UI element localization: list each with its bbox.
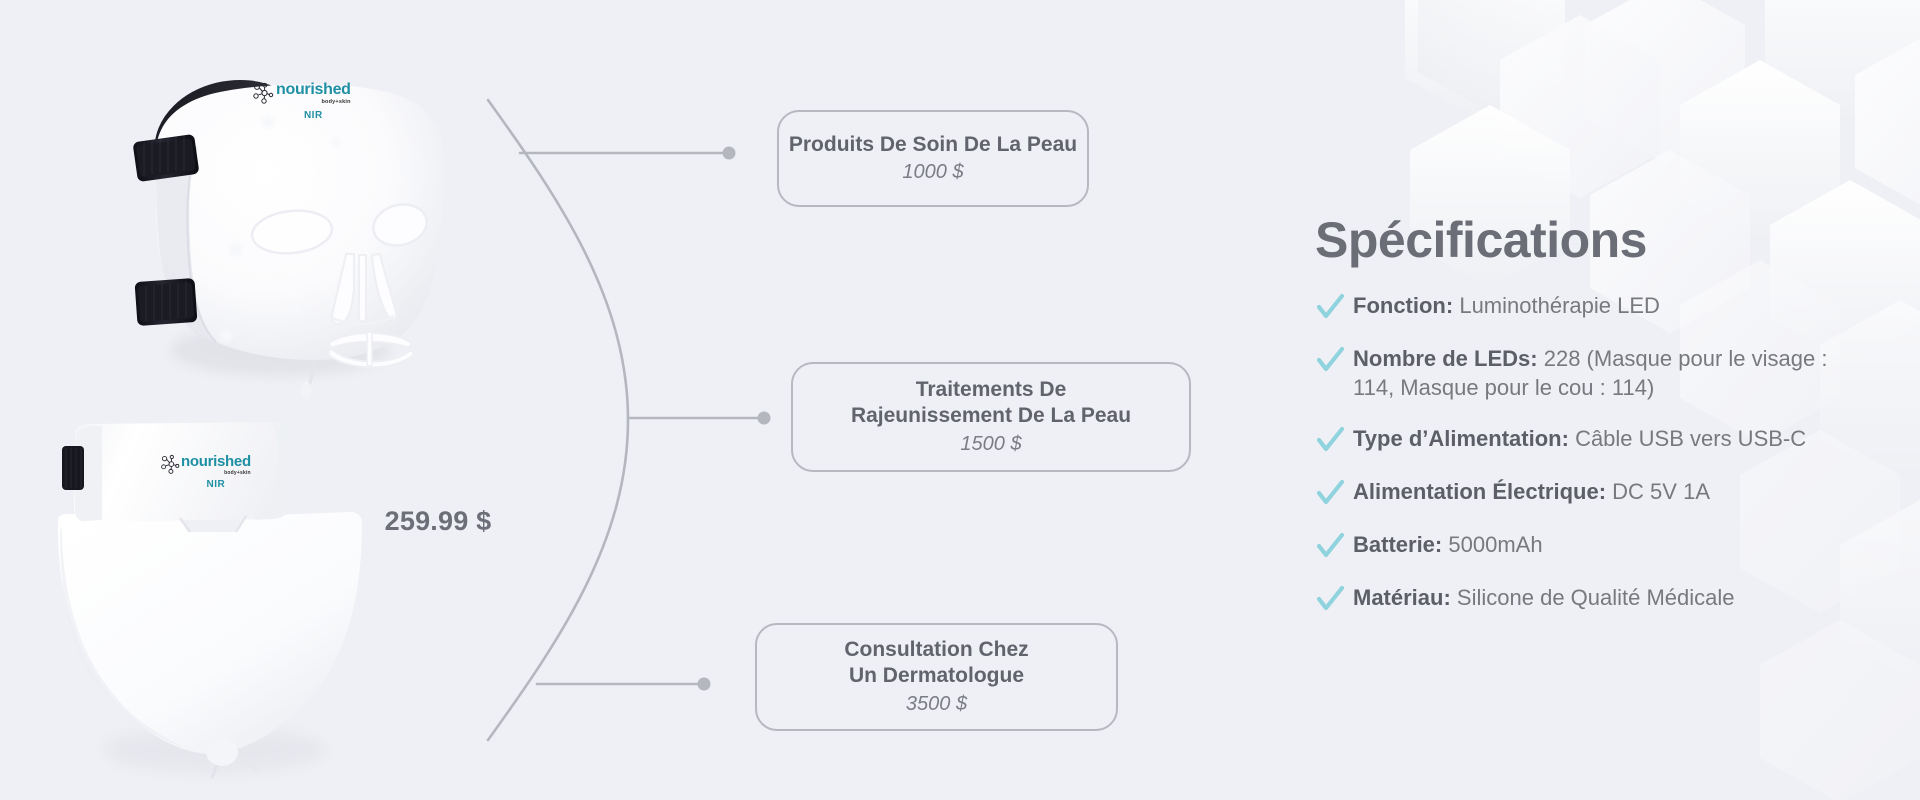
spec-text: Nombre de LEDs: 228 (Masque pour le visa… (1353, 344, 1873, 402)
comparison-card-title: Consultation Chez Un Dermatologue (844, 638, 1029, 687)
spec-value: Luminothérapie LED (1459, 293, 1660, 318)
brand-name: nourished (181, 453, 251, 470)
spec-item-materiau: Matériau: Silicone de Qualité Médicale (1315, 583, 1895, 614)
comparison-card-1[interactable]: Produits De Soin De La Peau 1000 $ (777, 110, 1089, 207)
spec-text: Type d’Alimentation: Câble USB vers USB-… (1353, 424, 1806, 453)
brand-line: NIR (303, 109, 323, 121)
connector-dot-2 (757, 411, 771, 425)
molecule-icon (253, 82, 274, 104)
spec-text: Matériau: Silicone de Qualité Médicale (1353, 583, 1735, 612)
spec-item-alimentation-electrique: Alimentation Électrique: DC 5V 1A (1315, 477, 1895, 508)
bracket-curve (486, 98, 630, 742)
spec-value: 5000mAh (1448, 532, 1543, 558)
spec-text: Batterie: 5000mAh (1353, 530, 1543, 559)
connector-dot-1 (722, 146, 736, 160)
brand-line: NIR (206, 479, 226, 490)
connector-dot-3 (697, 677, 711, 691)
connector-diagram (486, 98, 771, 742)
comparison-card-3[interactable]: Consultation Chez Un Dermatologue 3500 $ (755, 623, 1118, 731)
spec-label: Nombre de LEDs: (1353, 346, 1538, 371)
spec-item-fonction: Fonction: Luminothérapie LED (1315, 291, 1895, 322)
check-icon (1316, 532, 1345, 558)
brand-sub: body+skin (321, 99, 351, 105)
spec-label: Type d’Alimentation: (1353, 426, 1569, 452)
specifications-panel: Spécifications Fonction: Luminothérapie … (1315, 215, 1895, 636)
spec-value: Câble USB vers USB-C (1575, 426, 1807, 452)
spec-value: DC 5V 1A (1612, 479, 1710, 505)
check-icon (1316, 426, 1345, 452)
spec-value: Silicone de Qualité Médicale (1456, 585, 1735, 611)
comparison-card-title: Traitements De Rajeunissement De La Peau (850, 378, 1132, 427)
spec-label: Fonction: (1353, 293, 1454, 318)
spec-text: Alimentation Électrique: DC 5V 1A (1353, 477, 1710, 506)
brand-logo-neck-mask: nourished body+skin NIR (160, 454, 251, 490)
check-icon (1316, 479, 1345, 505)
spec-label: Matériau: (1353, 585, 1451, 611)
comparison-card-price: 3500 $ (905, 692, 968, 715)
spec-label: Batterie: (1353, 532, 1443, 558)
spec-item-type-d-alimentation: Type d’Alimentation: Câble USB vers USB-… (1315, 424, 1895, 455)
spec-label: Alimentation Électrique: (1353, 479, 1607, 505)
comparison-card-price: 1000 $ (902, 161, 964, 184)
check-icon (1316, 293, 1345, 319)
product-price: 259.99 $ (384, 506, 492, 536)
neck-mask-product-image: nourished body+skin NIR (40, 420, 380, 785)
molecule-icon (161, 454, 180, 474)
brand-logo-face-mask: nourished body+skin NIR (252, 82, 351, 121)
comparison-card-2[interactable]: Traitements De Rajeunissement De La Peau… (791, 362, 1191, 472)
spec-item-batterie: Batterie: 5000mAh (1315, 530, 1895, 561)
spec-text: Fonction: Luminothérapie LED (1353, 291, 1660, 320)
spec-item-nombre-de-leds: Nombre de LEDs: 228 (Masque pour le visa… (1315, 344, 1895, 402)
comparison-card-price: 1500 $ (960, 432, 1022, 455)
brand-name: nourished (276, 81, 351, 98)
page-title: Spécifications (1315, 212, 1648, 268)
check-icon (1316, 346, 1345, 372)
spec-value: 228 (Masque pour le visage : 114, Masque… (1353, 346, 1828, 401)
check-icon (1316, 585, 1345, 611)
comparison-card-title: Produits De Soin De La Peau (788, 132, 1078, 156)
face-mask-product-image: nourished body+skin NIR (100, 50, 450, 400)
brand-sub: body+skin (224, 470, 251, 476)
